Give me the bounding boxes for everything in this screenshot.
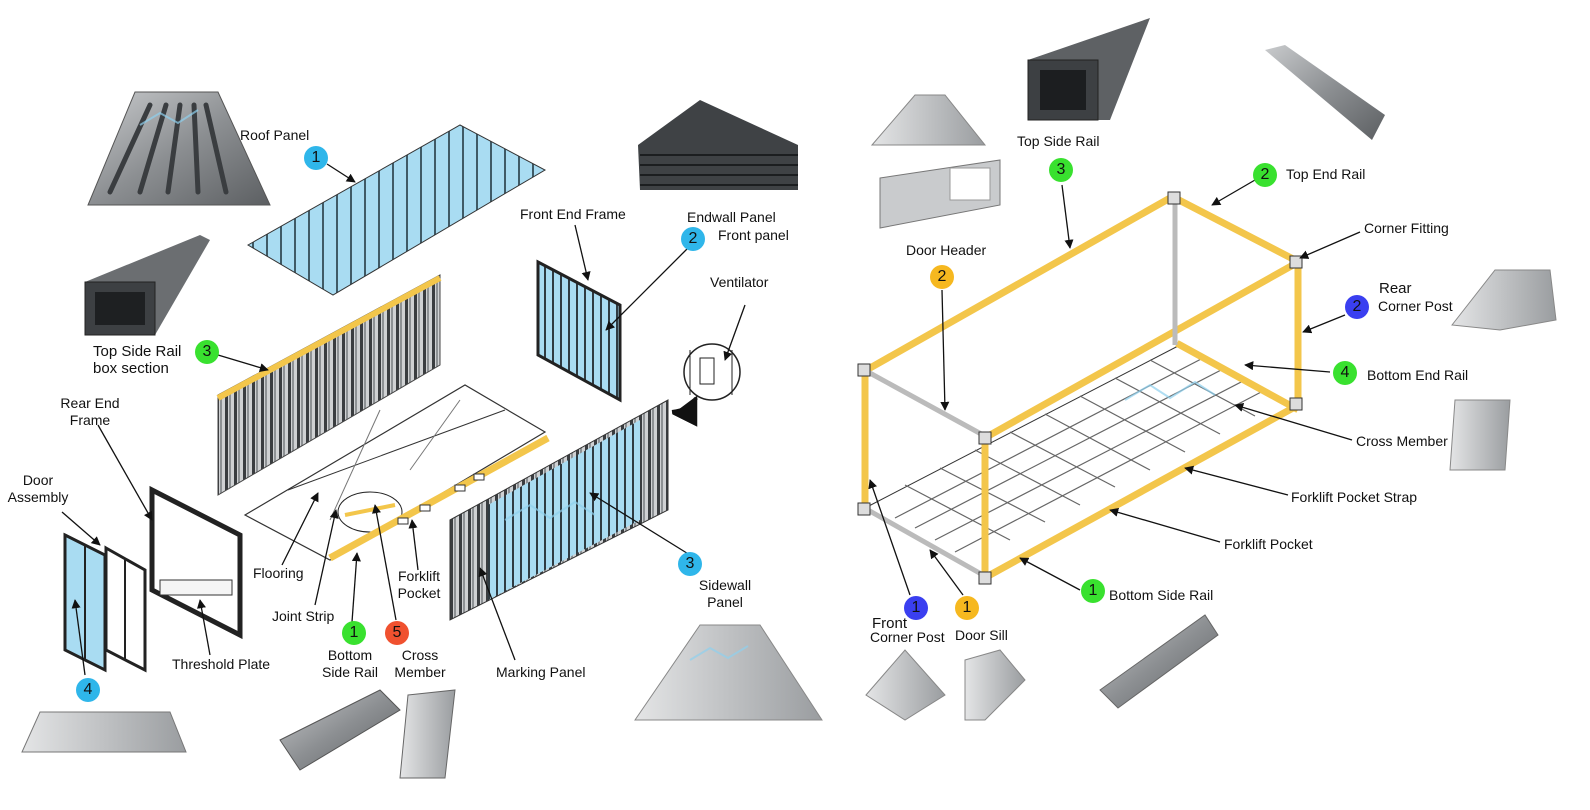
label-r-bottom-side-rail: Bottom Side Rail (1109, 587, 1214, 603)
badge-bottom-side-rail: 1 (342, 621, 366, 645)
door-header-photo-1 (870, 94, 987, 146)
label-r-door-sill: Door Sill (955, 627, 1008, 643)
door-assembly (63, 532, 147, 673)
label-front-end-frame: Front End Frame (520, 206, 626, 222)
top-side-rail-photo-hollow (1040, 70, 1086, 110)
sidewall-panel-photo (634, 624, 823, 721)
label-r-cross-member: Cross Member (1356, 433, 1448, 449)
door-header-photo-2 (879, 159, 1001, 229)
label-ventilator: Ventilator (710, 274, 769, 290)
endwall-panel-photo (638, 100, 798, 190)
floor-deck (243, 384, 547, 561)
frame-rails (861, 193, 1302, 582)
label-r-front-corner-post-2: Corner Post (870, 629, 945, 645)
back-top-side-rail (216, 275, 442, 401)
badge-endwall-panel: 2 (681, 227, 705, 251)
top-end-rail-photo (1265, 45, 1385, 140)
top-side-rail-box-photo (84, 235, 210, 336)
roof-panel-photo (87, 91, 271, 206)
label-cross-member-2: Member (394, 664, 446, 680)
label-door-assembly-1: Door (22, 472, 54, 488)
door-sill-photo (964, 649, 1026, 721)
roof-panel (246, 124, 547, 296)
label-flooring: Flooring (253, 565, 304, 581)
label-joint-strip: Joint Strip (272, 608, 335, 624)
label-cross-member-1: Cross (401, 647, 439, 663)
label-rear-end-frame-1: Rear End (60, 395, 120, 411)
label-endwall-panel: Endwall Panel (687, 209, 776, 225)
bottom-side-rail-photo (279, 689, 401, 771)
label-r-rear-corner-post-1: Rear (1379, 280, 1412, 297)
label-bottom-side-rail-2: Side Rail (321, 664, 379, 680)
badge-r-door-header: 2 (930, 265, 954, 289)
label-threshold-plate: Threshold Plate (172, 656, 271, 672)
label-r-forklift-pocket: Forklift Pocket (1224, 536, 1313, 552)
label-sidewall-panel-1: Sidewall (698, 577, 752, 593)
label-bottom-side-rail-1: Bottom (327, 647, 373, 663)
bottom-side-rail-left (328, 434, 550, 562)
badge-r-rear-corner-post: 2 (1345, 295, 1369, 319)
label-front-panel: Front panel (718, 227, 789, 243)
label-door-assembly-2: Assembly (7, 489, 69, 505)
corner-fittings (857, 191, 1303, 585)
badge-top-side-rail: 3 (195, 340, 219, 364)
badge-sidewall-panel: 3 (678, 552, 702, 576)
front-corner-post-photo (865, 649, 946, 721)
badge-r-front-corner-post: 1 (904, 596, 928, 620)
badge-door-assembly: 4 (76, 678, 100, 702)
label-r-top-end-rail: Top End Rail (1286, 166, 1366, 182)
rear-end-frame (149, 485, 243, 640)
label-forklift-pocket-2: Pocket (397, 585, 441, 601)
container-frame (863, 344, 1297, 579)
label-r-front-corner-post-1: Front (872, 615, 908, 632)
bottom-side-rail-photo-r (1099, 614, 1219, 709)
label-r-rear-corner-post-2: Corner Post (1378, 298, 1453, 314)
label-roof-panel: Roof Panel (240, 127, 310, 143)
cross-member-photo (399, 689, 456, 779)
front-end-frame (536, 259, 622, 403)
badge-cross-member: 5 (385, 621, 409, 645)
frame-gray-members (866, 200, 1178, 578)
label-marking-panel: Marking Panel (496, 664, 586, 680)
label-forklift-pocket-1: Forklift (398, 568, 440, 584)
badge-r-bottom-end-rail: 4 (1333, 361, 1357, 385)
rear-corner-post-photo (1451, 269, 1557, 331)
badge-r-bottom-side-rail: 1 (1081, 579, 1105, 603)
bottom-end-rail-photo (1449, 399, 1511, 471)
label-rear-end-frame-2: Frame (69, 412, 111, 428)
label-r-bottom-end-rail: Bottom End Rail (1367, 367, 1469, 383)
badge-r-top-end-rail: 2 (1253, 163, 1277, 187)
badge-r-top-side-rail: 3 (1049, 158, 1073, 182)
door-panel-photo (21, 711, 187, 753)
label-r-door-header: Door Header (906, 242, 987, 258)
ventilator (671, 343, 741, 427)
badge-roof-panel: 1 (304, 146, 328, 170)
label-top-side-rail: Top Side Rail (93, 343, 182, 360)
badge-r-door-sill: 1 (955, 596, 979, 620)
label-sidewall-panel-2: Panel (707, 594, 743, 610)
label-r-corner-fitting: Corner Fitting (1364, 220, 1449, 236)
label-box-section: box section (93, 360, 169, 377)
forklift-pockets (397, 473, 485, 525)
label-r-forklift-pocket-strap: Forklift Pocket Strap (1291, 489, 1418, 505)
label-r-top-side-rail: Top Side Rail (1017, 133, 1100, 149)
watermark-logos (139, 109, 1216, 661)
